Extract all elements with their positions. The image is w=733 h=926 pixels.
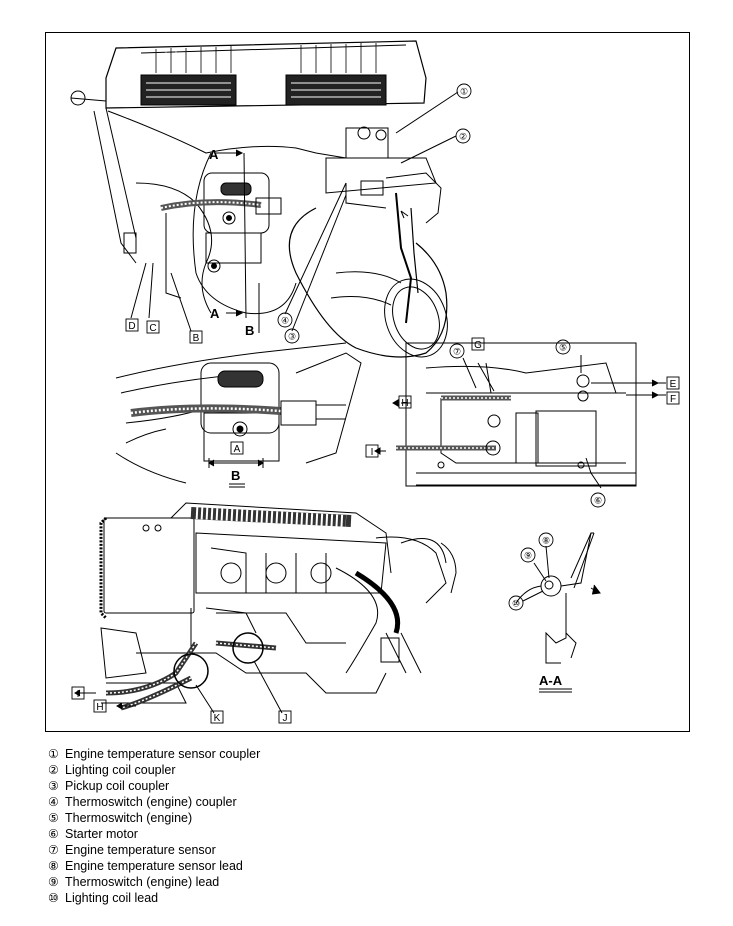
- callout-2: ②: [459, 132, 467, 142]
- letter-k: K: [214, 713, 221, 724]
- callout-3: ③: [288, 332, 296, 342]
- legend-number: ③: [48, 779, 59, 793]
- legend-item: ⑤ Thermoswitch (engine): [48, 810, 708, 826]
- callout-1: ①: [460, 87, 468, 97]
- callout-10: ⑩: [512, 599, 520, 609]
- legend-text: Thermoswitch (engine) coupler: [65, 795, 237, 809]
- callout-5: ⑤: [559, 343, 567, 353]
- detail-b-drawing: [115, 342, 362, 484]
- legend-number: ⑧: [48, 859, 59, 873]
- section-letters: A A B B A-A: [209, 147, 572, 693]
- callout-9: ⑨: [524, 551, 532, 561]
- legend-item: ⑦ Engine temperature sensor: [48, 842, 708, 858]
- legend-item: ⑨ Thermoswitch (engine) lead: [48, 874, 708, 890]
- legend-number: ⑦: [48, 843, 59, 857]
- section-aa-drawing: [515, 532, 601, 664]
- legend-number: ⑨: [48, 875, 59, 889]
- letter-h-right: H: [401, 398, 408, 409]
- legend-item: ⑩ Lighting coil lead: [48, 890, 708, 906]
- letter-i-right: I: [371, 447, 374, 458]
- callout-4: ④: [281, 316, 289, 326]
- legend-text: Engine temperature sensor lead: [65, 859, 243, 873]
- callout-8: ⑧: [542, 536, 550, 546]
- legend-item: ⑧ Engine temperature sensor lead: [48, 858, 708, 874]
- section-b-title: B: [231, 468, 240, 483]
- legend-number: ④: [48, 795, 59, 809]
- letter-c: C: [149, 323, 156, 334]
- letter-h-bottom: H: [96, 702, 103, 713]
- technical-diagram: ① ② ③ ④ ⑤ ⑥ ⑦ ⑧ ⑨ ⑩ D C B G E F H I: [45, 32, 690, 732]
- letter-i-bottom: I: [77, 689, 80, 700]
- legend-text: Engine temperature sensor: [65, 843, 216, 857]
- top-engine-drawing: [70, 40, 459, 358]
- letter-d: D: [128, 321, 135, 332]
- letter-e: E: [670, 379, 677, 390]
- legend-item: ⑥ Starter motor: [48, 826, 708, 842]
- letter-j: J: [283, 713, 288, 724]
- callout-7: ⑦: [453, 347, 461, 357]
- section-aa-title: A-A: [539, 673, 563, 688]
- legend-item: ③ Pickup coil coupler: [48, 778, 708, 794]
- boxed-letters: D C B G E F H I A I H K J: [71, 318, 680, 724]
- callout-numbers: ① ② ③ ④ ⑤ ⑥ ⑦ ⑧ ⑨ ⑩: [277, 83, 606, 611]
- letter-a-box: A: [234, 444, 241, 455]
- legend-item: ② Lighting coil coupler: [48, 762, 708, 778]
- legend-number: ①: [48, 747, 59, 761]
- section-label-b-top: B: [245, 323, 254, 338]
- bottom-engine-drawing: [74, 502, 457, 714]
- legend-text: Lighting coil lead: [65, 891, 159, 905]
- letter-g: G: [474, 340, 482, 351]
- letter-b-box: B: [193, 333, 200, 344]
- legend-text: Thermoswitch (engine) lead: [65, 875, 220, 889]
- legend-number: ⑩: [48, 891, 59, 905]
- legend-number: ⑥: [48, 827, 59, 841]
- legend-number: ⑤: [48, 811, 59, 825]
- diagram-artwork: ① ② ③ ④ ⑤ ⑥ ⑦ ⑧ ⑨ ⑩ D C B G E F H I: [70, 40, 680, 724]
- starter-detail-drawing: [374, 342, 666, 489]
- callout-6: ⑥: [594, 496, 602, 506]
- legend-item: ① Engine temperature sensor coupler: [48, 746, 708, 762]
- arrow-label-a-bottom: A: [210, 306, 220, 321]
- legend-item: ④ Thermoswitch (engine) coupler: [48, 794, 708, 810]
- legend-text: Thermoswitch (engine): [65, 811, 193, 825]
- arrow-label-a-top: A: [209, 147, 219, 162]
- legend-number: ②: [48, 763, 59, 777]
- parts-legend: ① Engine temperature sensor coupler ② Ligh…: [48, 746, 708, 906]
- letter-f: F: [670, 394, 676, 405]
- legend-text: Starter motor: [65, 827, 138, 841]
- legend-text: Engine temperature sensor coupler: [65, 747, 261, 761]
- legend-text: Lighting coil coupler: [65, 763, 176, 777]
- legend-text: Pickup coil coupler: [65, 779, 170, 793]
